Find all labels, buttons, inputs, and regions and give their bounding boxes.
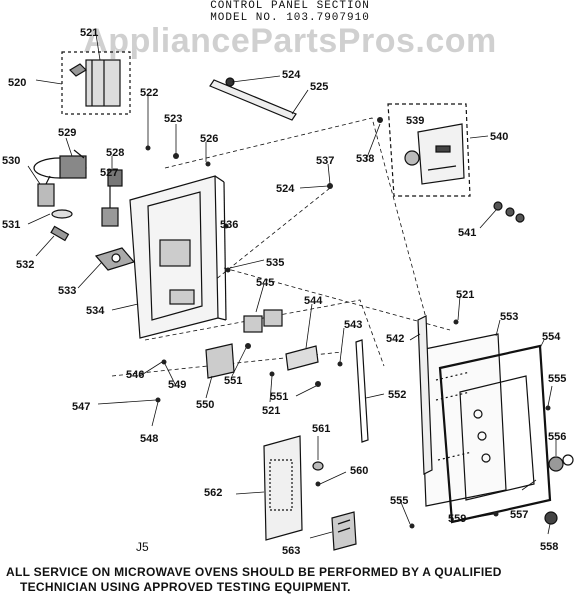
part-label-528: 528 xyxy=(106,147,124,159)
part-529-timer-motor xyxy=(33,149,87,179)
part-558-cap xyxy=(544,511,558,525)
part-label-562: 562 xyxy=(204,487,222,499)
part-label-521: 521 xyxy=(262,405,280,417)
part-540-timer-module xyxy=(387,103,471,197)
part-label-541: 541 xyxy=(458,227,476,239)
part-544-bracket xyxy=(285,345,319,371)
part-label-532: 532 xyxy=(16,259,34,271)
part-label-527: 527 xyxy=(100,167,118,179)
part-527-528-shaft-knob xyxy=(101,169,123,227)
model-number: MODEL NO. 103.7907910 xyxy=(210,12,370,24)
part-550-board xyxy=(205,343,235,379)
part-554-panel-frame xyxy=(438,344,552,524)
diagram-title: CONTROL PANEL SECTION xyxy=(210,0,370,12)
part-520-switch-housing xyxy=(61,51,131,115)
part-563-circuit-card xyxy=(331,511,357,551)
part-label-559: 559 xyxy=(448,513,466,525)
part-label-523: 523 xyxy=(164,113,182,125)
part-552-rail xyxy=(355,339,369,443)
part-545-relays xyxy=(243,309,283,333)
part-label-557: 557 xyxy=(510,509,528,521)
part-label-555: 555 xyxy=(390,495,408,507)
part-label-555: 555 xyxy=(548,373,566,385)
part-533-mount-plate xyxy=(94,247,136,271)
watermark: AppliancePartsPros.com xyxy=(83,22,497,60)
part-530-toggle xyxy=(37,175,55,207)
part-541-nuts xyxy=(493,201,525,223)
part-label-536: 536 xyxy=(220,219,238,231)
part-534-panel-frame xyxy=(129,175,227,339)
part-label-525: 525 xyxy=(310,81,328,93)
part-label-554: 554 xyxy=(542,331,561,343)
part-label-563: 563 xyxy=(282,545,300,557)
part-532-plug xyxy=(50,225,70,242)
part-label-524: 524 xyxy=(276,183,295,195)
part-label-550: 550 xyxy=(196,399,214,411)
part-label-553: 553 xyxy=(500,311,518,323)
part-label-538: 538 xyxy=(356,153,374,165)
part-553-control-panel-face xyxy=(419,333,507,507)
part-label-544: 544 xyxy=(304,295,323,307)
part-label-529: 529 xyxy=(58,127,76,139)
part-label-546: 546 xyxy=(126,369,144,381)
part-label-543: 543 xyxy=(344,319,362,331)
part-label-534: 534 xyxy=(86,305,105,317)
part-531-clip xyxy=(51,209,73,219)
part-label-520: 520 xyxy=(8,77,26,89)
part-label-521: 521 xyxy=(80,27,98,39)
part-label-533: 533 xyxy=(58,285,76,297)
part-label-556: 556 xyxy=(548,431,566,443)
part-561-button xyxy=(312,461,324,471)
part-label-522: 522 xyxy=(140,87,158,99)
part-label-547: 547 xyxy=(72,401,90,413)
part-542-side-strip xyxy=(417,315,433,475)
part-label-530: 530 xyxy=(2,155,20,167)
part-562-control-board xyxy=(263,435,303,541)
part-525-bracket xyxy=(209,77,297,121)
part-label-539: 539 xyxy=(406,115,424,127)
part-label-551: 551 xyxy=(224,375,242,387)
part-label-535: 535 xyxy=(266,257,284,269)
part-label-560: 560 xyxy=(350,465,368,477)
leader-lines xyxy=(27,33,557,539)
part-label-521: 521 xyxy=(456,289,474,301)
part-label-531: 531 xyxy=(2,219,20,231)
part-label-524: 524 xyxy=(282,69,301,81)
part-label-549: 549 xyxy=(168,379,186,391)
service-note-line-1: ALL SERVICE ON MICROWAVE OVENS SHOULD BE… xyxy=(6,565,502,579)
part-label-542: 542 xyxy=(386,333,404,345)
part-label-561: 561 xyxy=(312,423,330,435)
part-label-552: 552 xyxy=(388,389,406,401)
part-label-558: 558 xyxy=(540,541,558,553)
part-label-540: 540 xyxy=(490,131,508,143)
figure-code: J5 xyxy=(136,540,149,554)
part-label-551: 551 xyxy=(270,391,288,403)
part-label-545: 545 xyxy=(256,277,274,289)
part-label-537: 537 xyxy=(316,155,334,167)
part-label-548: 548 xyxy=(140,433,158,445)
part-label-526: 526 xyxy=(200,133,218,145)
service-note-line-2: TECHNICIAN USING APPROVED TESTING EQUIPM… xyxy=(20,580,351,594)
part-556-knob xyxy=(548,454,574,472)
